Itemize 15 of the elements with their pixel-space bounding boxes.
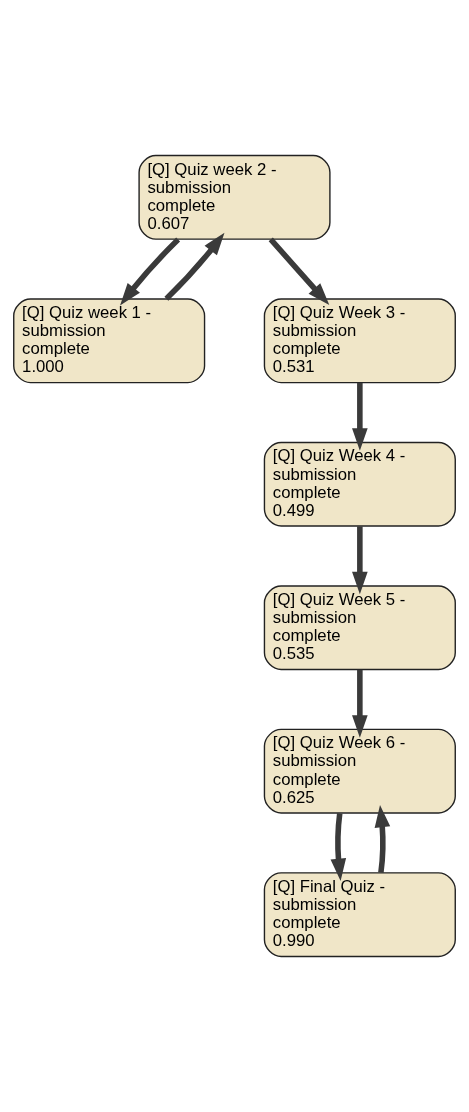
node-box: [Q] Quiz week 1 - submission complete 1.000: [13, 298, 206, 384]
arrow: [352, 382, 368, 451]
node-box: [Q] Quiz Week 3 - submission complete 0.531: [263, 298, 456, 384]
arrow: [164, 232, 225, 301]
arrow: [374, 804, 391, 873]
node-box: [Q] Quiz Week 6 - submission complete 0.625: [263, 728, 456, 814]
arrow: [352, 669, 368, 738]
node-box: [Q] Quiz week 2 - submission complete 0.607: [138, 154, 331, 240]
arrow: [268, 237, 330, 306]
node-box: [Q] Quiz Week 4 - submission complete 0.499: [263, 441, 456, 527]
arrow: [330, 812, 347, 882]
arrow: [120, 237, 181, 306]
arrow: [352, 526, 368, 595]
node-box: [Q] Quiz Week 5 - submission complete 0.535: [263, 585, 456, 671]
node-box: [Q] Final Quiz - submission complete 0.990: [263, 872, 456, 958]
